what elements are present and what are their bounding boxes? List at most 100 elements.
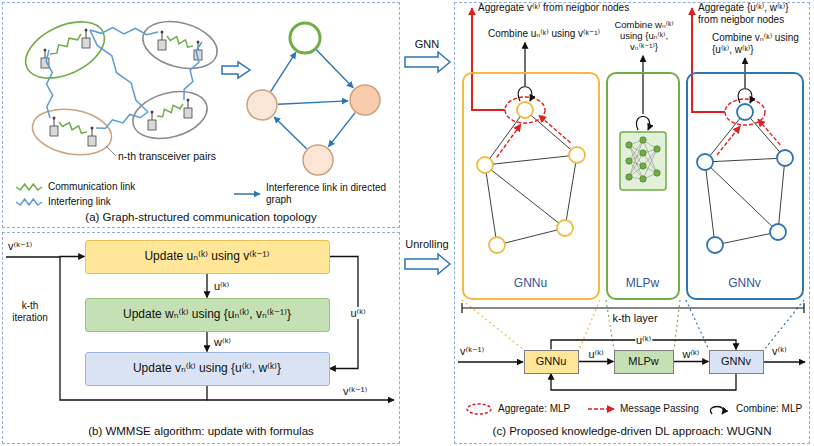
aggregate-arrow [692,8,725,112]
annotation-label: v⁽ᵏ⁻¹⁾ [460,345,484,358]
legend-sample [14,195,44,209]
transceiver-icon [54,119,55,126]
annotation-label: Combine vₙ⁽ᵏ⁾ using {u⁽ᵏ⁾, w⁽ᵏ⁾} [712,32,806,55]
transceiver-icon [188,101,189,108]
legend-text: Interference link in directed graph [266,182,397,206]
transceiver-icon [148,111,156,131]
annotation-label: Combine wₙ⁽ᵏ⁾ using {uₙ⁽ᵏ⁾, vₙ⁽ᵏ⁻¹⁾} [607,20,681,53]
process-box: MLPw [614,350,674,374]
graph-illustration [525,110,577,155]
annotation-label: v⁽ᵏ⁻¹⁾ [8,240,32,253]
panel: (b) WMMSE algorithm: update with formula… [2,232,400,444]
transceiver-icon [152,113,153,120]
legend-text: Communication link [48,181,135,193]
connector-arrow [551,340,736,350]
process-box: GNNu [524,350,579,374]
connector-arrow [330,257,359,369]
communication-link [157,104,183,117]
aggregate-mark [725,99,765,125]
graph-illustration [517,102,533,118]
annotation-label: v⁽ᵏ⁻¹⁾ [343,385,367,398]
message-passing [717,126,740,155]
mlp-icon [620,132,666,190]
interference-link [328,113,355,147]
transceiver-icon [158,40,166,50]
transceiver-icon [44,49,47,52]
graph-illustration [692,8,793,253]
edge-label: u⁽ᵏ⁾ [635,334,652,346]
signal-wire [6,256,60,257]
legend-sample [14,180,44,194]
transceiver-icon [197,41,200,44]
graph-illustration [770,224,786,240]
signal-wire [207,399,394,400]
graph-illustration [778,158,785,232]
gnn-block: GNNv [686,72,804,300]
connector-arrow [551,374,736,391]
box-text: GNNu [536,355,567,368]
process-box: Update uₙ⁽ᵏ⁾ using v⁽ᵏ⁻¹⁾ [85,240,330,274]
transceiver-icon [85,29,88,32]
edge-label: u⁽ᵏ⁾ [213,279,230,291]
annotation-label: k-th iteration [4,300,56,323]
layer-bracket [462,303,804,313]
transceiver-icon [91,127,94,130]
connector-arrow [206,274,207,298]
graph-illustration [777,150,793,166]
communication-link [50,34,81,54]
mlp-icon [643,153,657,173]
legend-text: Aggregate: MLP [498,403,570,415]
transceiver-icon [151,111,154,114]
interference-link [271,52,296,91]
legend-item: Combine: MLP [702,402,802,416]
graph-illustration [569,147,585,163]
graph-illustration [705,162,778,232]
signal-wire [458,361,523,362]
legend-sample [702,402,732,416]
legend-sample [586,402,616,416]
connector-arrow [579,361,614,362]
caption-text: GNNu [464,276,598,290]
graph-illustration [557,220,573,236]
caption-text: (b) WMMSE algorithm: update with formula… [3,425,399,439]
box-text: MLPw [628,355,659,368]
process-box: Update wₙ⁽ᵏ⁾ using {uₙ⁽ᵏ⁾, vₙ⁽ᵏ⁻¹⁾} [85,298,330,332]
mlp-icon [640,163,646,169]
legend-sample [464,402,494,416]
aggregate-mark [505,97,545,123]
caption-text: GNNv [688,276,802,290]
transceiver-icon [45,51,46,58]
process-box: Update vₙ⁽ᵏ⁾ using {u⁽ᵏ⁾, w⁽ᵏ⁾} [85,352,330,386]
graph-illustration [705,158,785,162]
transceiver-icon [53,117,56,120]
graph-illustration [707,237,723,253]
graph-vertex [290,23,320,53]
graph-illustration [497,228,565,245]
graph-illustration [565,155,577,228]
legend-sample [588,408,614,410]
gnn-illustration [458,8,805,362]
box-text: GNNv [721,355,751,368]
caption-text: (c) Proposed knowledge-driven DL approac… [455,425,809,439]
transform-arrow [405,254,450,274]
signal-wire [764,361,805,362]
transform-arrow [405,52,450,72]
edge-label: u⁽ᵏ⁾ [587,347,604,359]
transceiver-icon [184,108,192,118]
transceiver-icon [50,126,58,136]
annotation-label: Unrolling [401,238,453,251]
transceiver-icon [82,38,90,48]
transceiver-pair [128,84,213,146]
graph-illustration [705,112,745,162]
annotation-label: Combine uₙ⁽ᵏ⁾ using v⁽ᵏ⁻¹⁾ [488,28,604,40]
graph-illustration [489,237,505,253]
communication-link [167,36,193,47]
mlp-icon [620,132,666,190]
interference-link [316,49,353,87]
message-passing [539,115,571,142]
transceiver-icon [88,127,96,147]
annotation-label: v⁽ᵏ⁾ [772,345,787,358]
graph-illustration [485,165,497,245]
